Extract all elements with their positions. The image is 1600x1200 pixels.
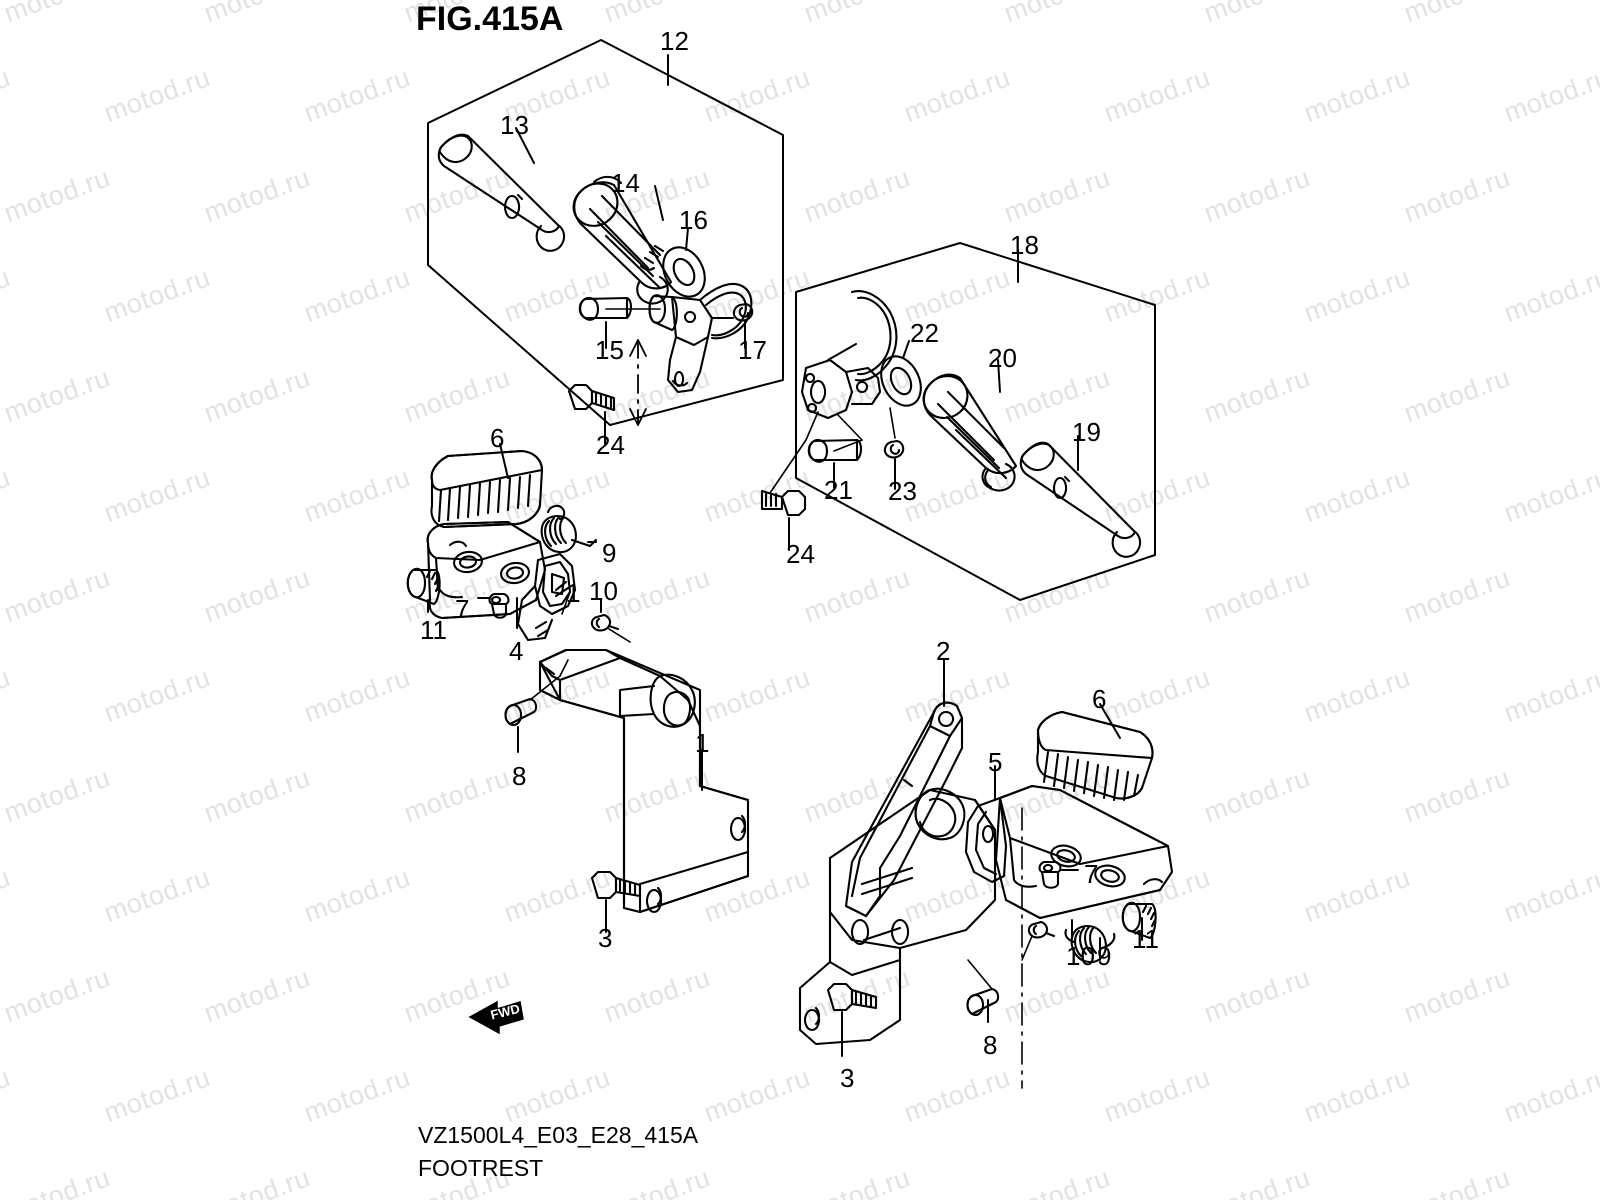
part-19-pivot-shaft-right xyxy=(1019,441,1142,558)
part-7-cushion-left xyxy=(488,592,510,619)
callout-number-17: 17 xyxy=(738,335,767,365)
callout-number-3: 3 xyxy=(840,1063,855,1093)
pedal-body-right xyxy=(800,290,898,420)
part-16-washer xyxy=(662,246,706,298)
footrest-hinge-left xyxy=(516,552,577,642)
callout-number-18: 18 xyxy=(1010,230,1039,260)
fwd-arrow-marker xyxy=(468,1000,524,1035)
part-9-spring-right xyxy=(1064,924,1116,964)
part-17-circlip xyxy=(732,302,754,322)
footrest-hinge-right xyxy=(964,796,1008,884)
callout-number-1: 1 xyxy=(566,578,581,608)
callout-number-11: 11 xyxy=(1132,924,1159,954)
page-title: FIG.415A xyxy=(416,0,564,38)
callout-number-9: 9 xyxy=(1097,941,1112,971)
callout-number-22: 22 xyxy=(910,318,939,348)
part-8-pin-right xyxy=(966,987,1000,1017)
callout-number-7: 7 xyxy=(1084,859,1099,889)
callout-number-4: 4 xyxy=(509,636,524,666)
part-6-footrest-rubber-right xyxy=(1036,710,1154,802)
callout-number-7: 7 xyxy=(455,594,470,624)
part-3-bolt-left xyxy=(590,870,642,900)
part-6-footrest-rubber-left xyxy=(430,449,544,529)
part-3-bolt-right xyxy=(826,982,878,1012)
fwd-marker-label: FWD xyxy=(489,1000,522,1023)
part-21-pin-right xyxy=(807,438,863,463)
callout-number-8: 8 xyxy=(983,1030,998,1060)
callout-number-6: 6 xyxy=(490,423,505,453)
assembly-box-18 xyxy=(795,242,1156,601)
part-24-flange-bolt-left xyxy=(567,383,616,412)
part-8-pin-left xyxy=(504,697,538,727)
callout-number-2: 2 xyxy=(936,636,951,666)
callout-number-21: 21 xyxy=(824,475,853,505)
part-9-spring-left xyxy=(540,504,598,554)
callout-number-8: 8 xyxy=(512,761,527,791)
assembly-box-12 xyxy=(427,39,784,426)
part-23-circlip-right xyxy=(883,439,905,459)
part-11-end-cap-right xyxy=(1121,901,1157,940)
callout-number-10: 10 xyxy=(1066,941,1095,971)
bracket-right-body xyxy=(798,787,997,1046)
callout-number-19: 19 xyxy=(1072,417,1101,447)
callout-number-5: 5 xyxy=(988,747,1003,777)
part-20-footrest-rubber-right xyxy=(922,373,1018,492)
callout-number-10: 10 xyxy=(589,576,618,606)
callout-number-3: 3 xyxy=(598,923,613,953)
footer-code: VZ1500L4_E03_E28_415A xyxy=(418,1122,699,1148)
callout-number-14: 14 xyxy=(611,168,640,198)
part-7-cushion-right xyxy=(1038,860,1062,889)
callout-number-1: 1 xyxy=(695,728,710,758)
part-10-cotter-pin-right xyxy=(1027,920,1056,939)
pedal-body-left xyxy=(648,282,753,394)
part-24-flange-bolt-right xyxy=(760,489,807,517)
callout-number-23: 23 xyxy=(888,476,917,506)
callout-number-24: 24 xyxy=(596,430,625,460)
part-13-pivot-shaft xyxy=(437,133,566,252)
callout-number-12: 12 xyxy=(660,26,689,56)
callout-number-15: 15 xyxy=(595,335,624,365)
part-22-washer-right xyxy=(880,355,922,407)
part-15-pin xyxy=(578,296,633,321)
callout-number-9: 9 xyxy=(602,538,617,568)
callout-number-11: 11 xyxy=(420,615,447,645)
part-11-end-cap-left xyxy=(406,567,441,606)
callout-number-20: 20 xyxy=(988,343,1017,373)
callout-number-6: 6 xyxy=(1092,684,1107,714)
callout-number-13: 13 xyxy=(500,110,529,140)
part-10-cotter-pin-left xyxy=(590,613,620,632)
part-14-footrest-rubber xyxy=(572,175,673,305)
callout-number-24: 24 xyxy=(786,539,815,569)
footer-title: FOOTREST xyxy=(418,1155,544,1181)
callout-number-16: 16 xyxy=(679,205,708,235)
